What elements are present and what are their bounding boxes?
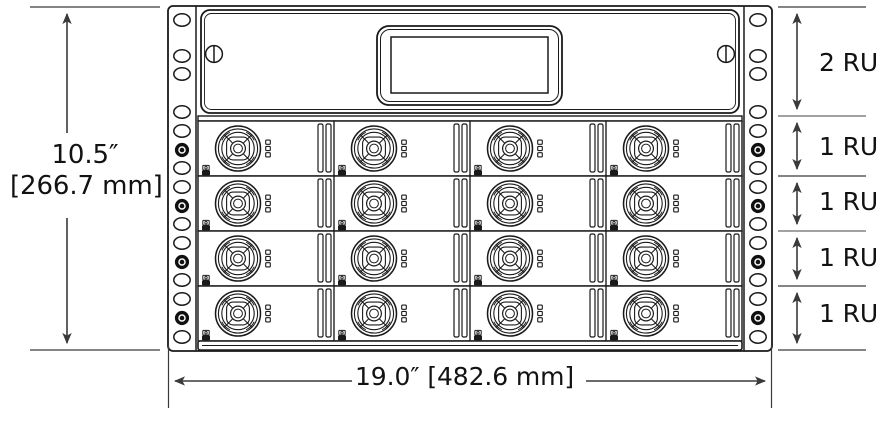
display-panel xyxy=(200,9,740,114)
ru-label-display-panel: 2 RU xyxy=(819,48,879,77)
module-handle[interactable] xyxy=(317,178,332,228)
module-handle[interactable] xyxy=(453,178,468,228)
height-dimension-label: 10.5″ [266.7 mm] xyxy=(10,140,163,201)
module-handle[interactable] xyxy=(453,233,468,283)
module-handle[interactable] xyxy=(453,123,468,173)
module-cell[interactable] xyxy=(197,175,335,232)
panel-screw-right xyxy=(716,44,736,64)
module-handle[interactable] xyxy=(453,288,468,338)
module-handle[interactable] xyxy=(589,288,604,338)
rack-ear-left xyxy=(173,6,197,351)
ru-label-module-row-4: 1 RU xyxy=(819,299,879,328)
module-row xyxy=(197,175,743,232)
module-grid xyxy=(197,115,743,351)
bottom-rail xyxy=(197,340,743,351)
height-extension-lines xyxy=(30,6,160,351)
module-row xyxy=(197,120,743,177)
display-screen xyxy=(376,25,563,106)
module-handle[interactable] xyxy=(589,233,604,283)
module-handle[interactable] xyxy=(725,178,740,228)
width-dimension-label: 19.0″ [482.6 mm] xyxy=(355,362,575,391)
panel-screw-left xyxy=(204,44,224,64)
module-cell[interactable] xyxy=(197,230,335,287)
ru-label-module-row-2: 1 RU xyxy=(819,187,879,216)
ru-extension-lines xyxy=(778,6,866,351)
module-row xyxy=(197,230,743,287)
module-handle[interactable] xyxy=(725,288,740,338)
module-handle[interactable] xyxy=(317,123,332,173)
rack-ear-right xyxy=(743,6,767,351)
ru-label-module-row-1: 1 RU xyxy=(819,132,879,161)
module-cell[interactable] xyxy=(605,230,743,287)
height-dimension-inches: 10.5″ xyxy=(51,140,119,170)
module-handle[interactable] xyxy=(589,123,604,173)
module-handle[interactable] xyxy=(725,123,740,173)
module-handle[interactable] xyxy=(725,233,740,283)
module-cell[interactable] xyxy=(605,120,743,177)
height-dimension-mm: [266.7 mm] xyxy=(10,170,163,201)
module-handle[interactable] xyxy=(317,288,332,338)
ru-label-module-row-3: 1 RU xyxy=(819,243,879,272)
module-handle[interactable] xyxy=(589,178,604,228)
width-extension-lines xyxy=(167,345,773,408)
module-handle[interactable] xyxy=(317,233,332,283)
